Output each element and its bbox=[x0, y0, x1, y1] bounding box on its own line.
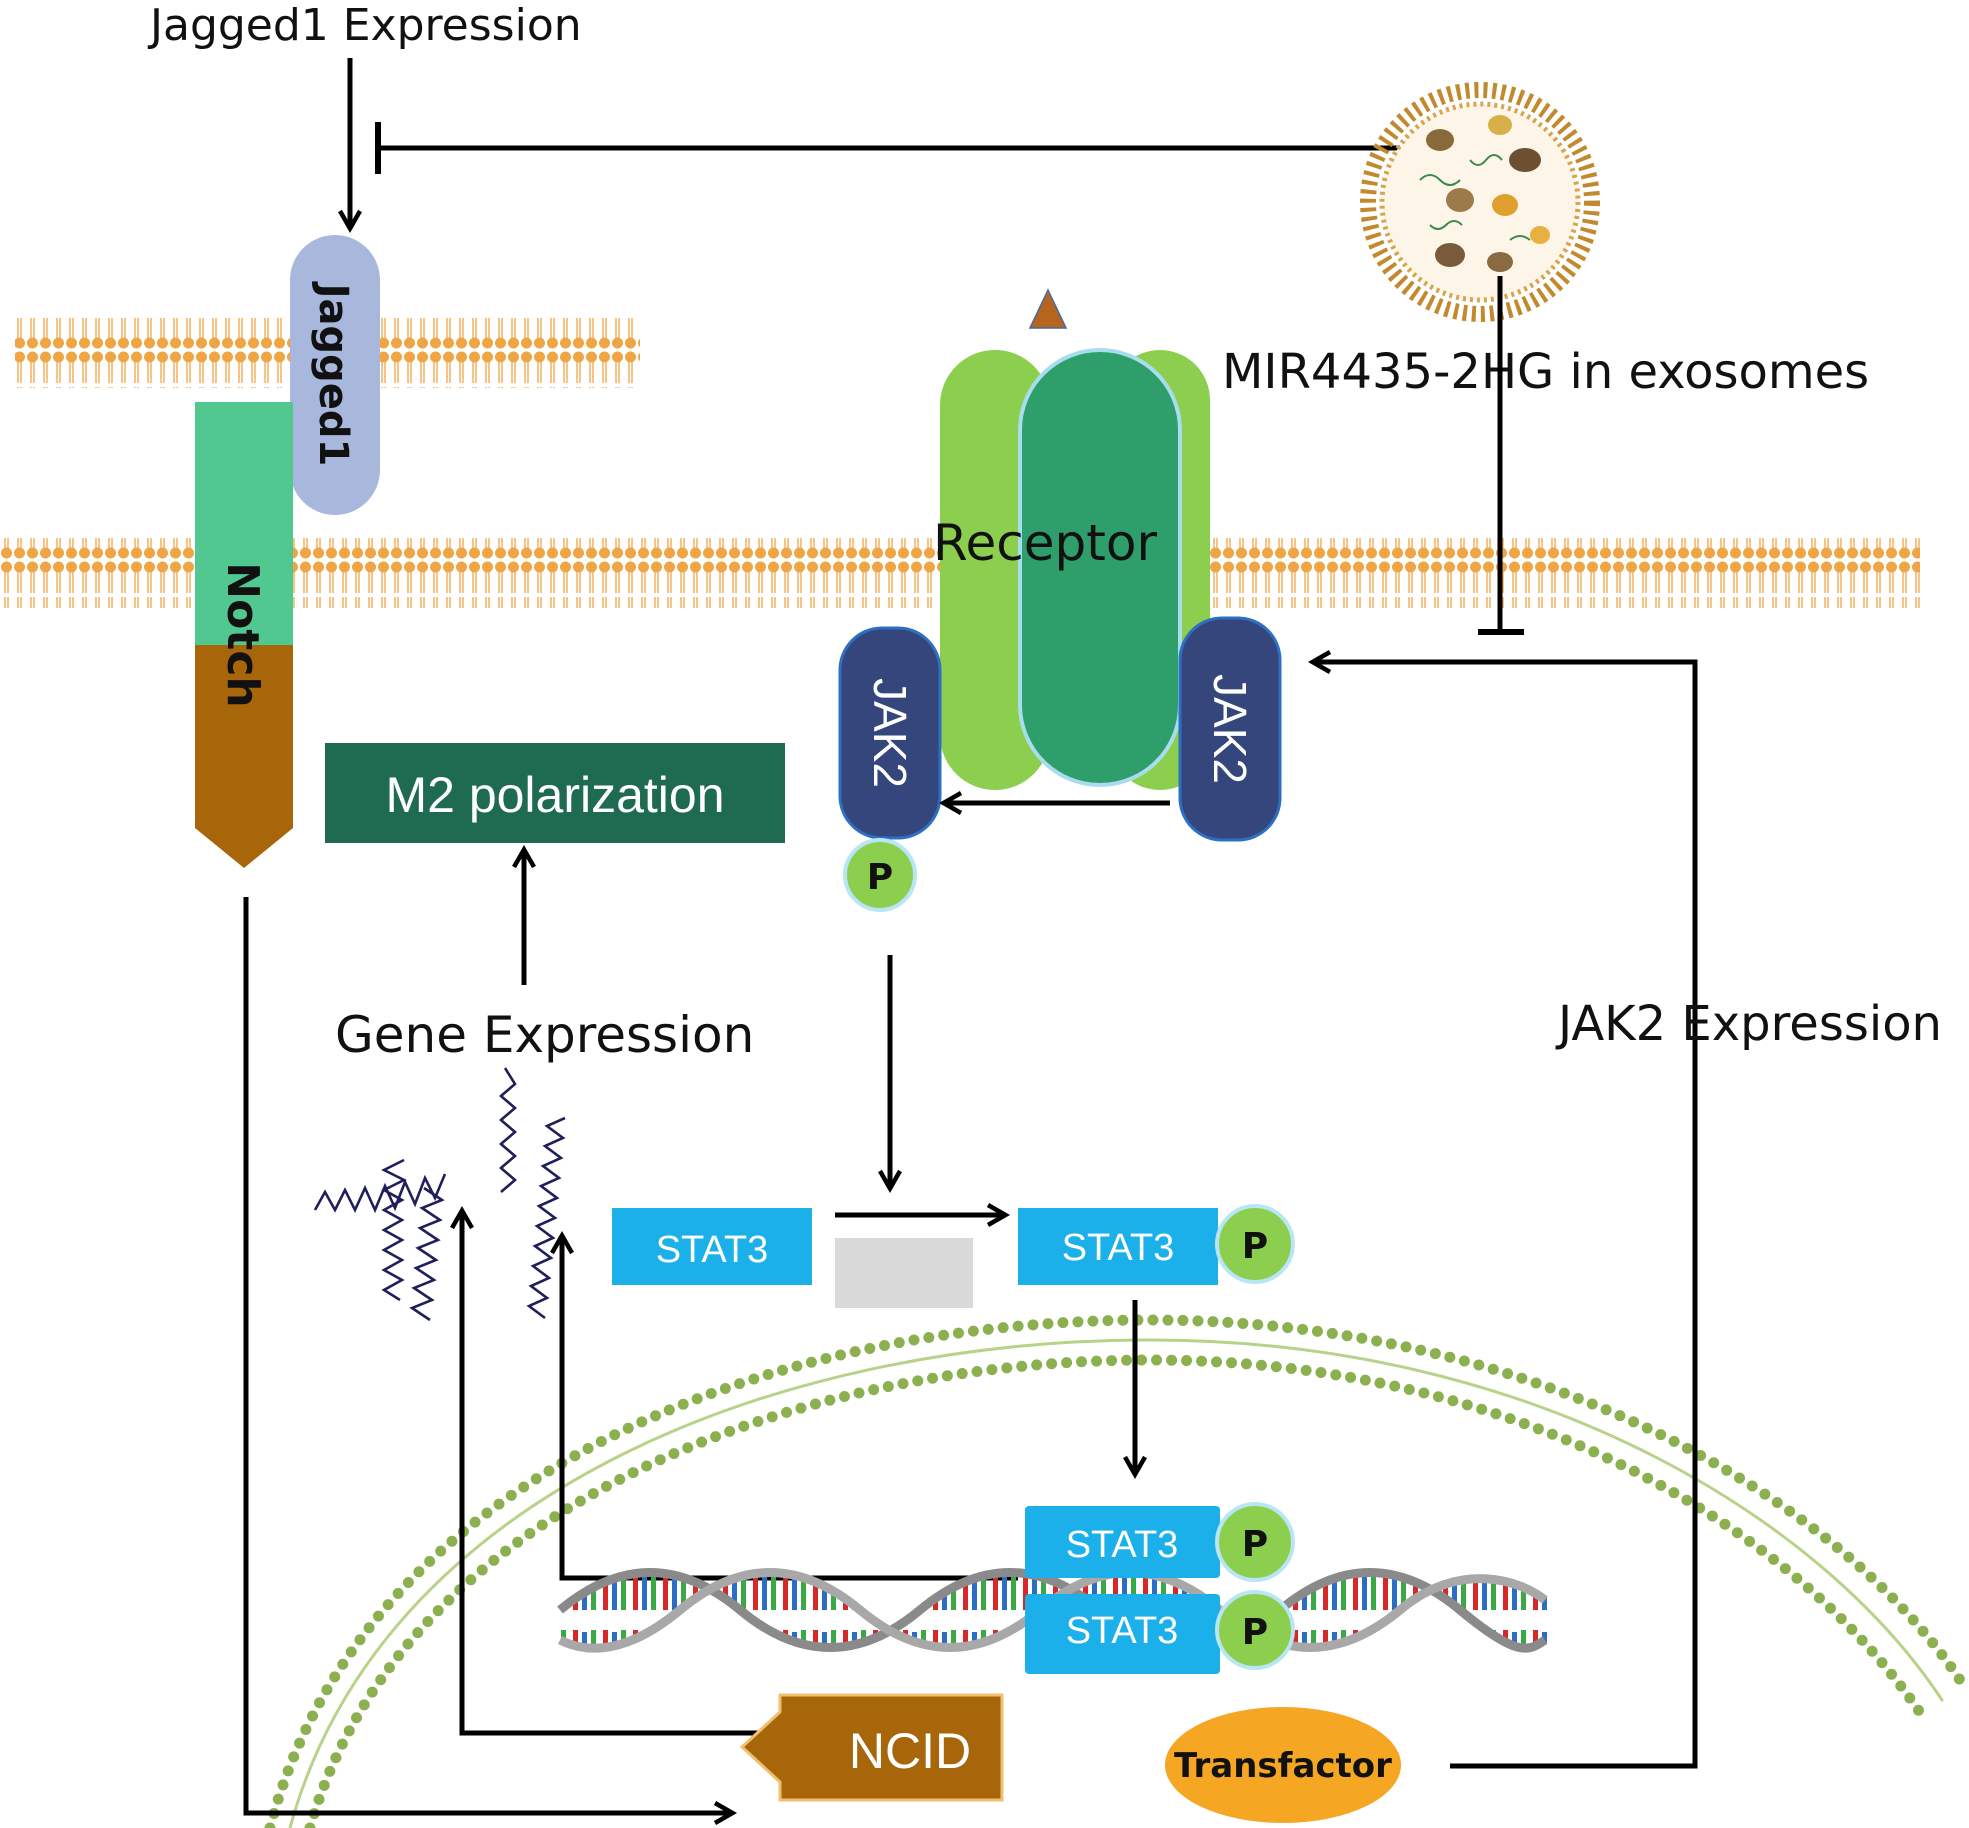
notch-to-nucleus-arrow bbox=[243, 897, 738, 1825]
stat3-phosphorylated-label: STAT3 bbox=[1062, 1227, 1175, 1269]
receptor-label: Receptor bbox=[933, 514, 1157, 572]
gene-expression-label: Gene Expression bbox=[335, 1006, 754, 1064]
stat3-to-gene-arrow bbox=[550, 1230, 1018, 1581]
stat3-inactive bbox=[612, 1208, 812, 1285]
stat3-inactive-label: STAT3 bbox=[656, 1229, 769, 1271]
ncid-to-gene-arrow bbox=[450, 1205, 768, 1736]
notch-receptor bbox=[195, 402, 293, 868]
jak2-right-label: JAK2 bbox=[1204, 674, 1256, 784]
stat3-dimer-bottom-label: STAT3 bbox=[1066, 1610, 1179, 1652]
stat3-dimer-top-label: STAT3 bbox=[1066, 1524, 1179, 1566]
jagged1-protein bbox=[290, 235, 380, 515]
stat3-dimer-bottom-phospho-label: P bbox=[1242, 1612, 1268, 1653]
ncid-label: NCID bbox=[849, 1723, 971, 1779]
jak2-left-label: JAK2 bbox=[864, 678, 916, 788]
jak2-left bbox=[838, 626, 942, 840]
gray-box bbox=[835, 1238, 973, 1308]
transfactor-label: Transfactor bbox=[1174, 1746, 1392, 1786]
stat3-dimer-bottom bbox=[1025, 1594, 1220, 1674]
m2-polarization-label: M2 polarization bbox=[385, 767, 724, 823]
ligand-triangle-icon bbox=[1028, 288, 1068, 329]
receptor-complex bbox=[940, 348, 1210, 790]
stat3-dimer-bottom-phospho-icon bbox=[1215, 1590, 1295, 1670]
stat3-phosphorylated bbox=[1018, 1208, 1218, 1285]
mir-exosomes-label: MIR4435-2HG in exosomes bbox=[1222, 344, 1869, 400]
mrna-squiggles bbox=[313, 1067, 566, 1322]
transfactor-ellipse bbox=[1165, 1707, 1401, 1823]
stat3-dimer-top bbox=[1025, 1506, 1220, 1578]
jagged1-expression-label: Jagged1 Expression bbox=[147, 0, 582, 51]
jak2-expression-label: JAK2 Expression bbox=[1555, 996, 1942, 1052]
jak2-phospho-label: P bbox=[867, 857, 893, 898]
exosome-vesicle-icon bbox=[1360, 82, 1600, 322]
ncid-box bbox=[739, 1693, 1004, 1802]
stat3-phospho-label: P bbox=[1242, 1226, 1268, 1267]
notch-label: Notch bbox=[217, 562, 268, 708]
jak2-right bbox=[1178, 616, 1282, 842]
jak2-expression-arrow bbox=[1307, 650, 1698, 1769]
jak2-phospho-icon bbox=[843, 838, 917, 912]
stat3-dimer-top-phospho-label: P bbox=[1242, 1524, 1268, 1565]
jagged1-label: Jagged1 bbox=[310, 281, 356, 467]
stat3-dimer-top-phospho-icon bbox=[1215, 1502, 1295, 1582]
stat3-phospho-icon bbox=[1215, 1204, 1295, 1284]
m2-polarization-box bbox=[325, 743, 785, 843]
